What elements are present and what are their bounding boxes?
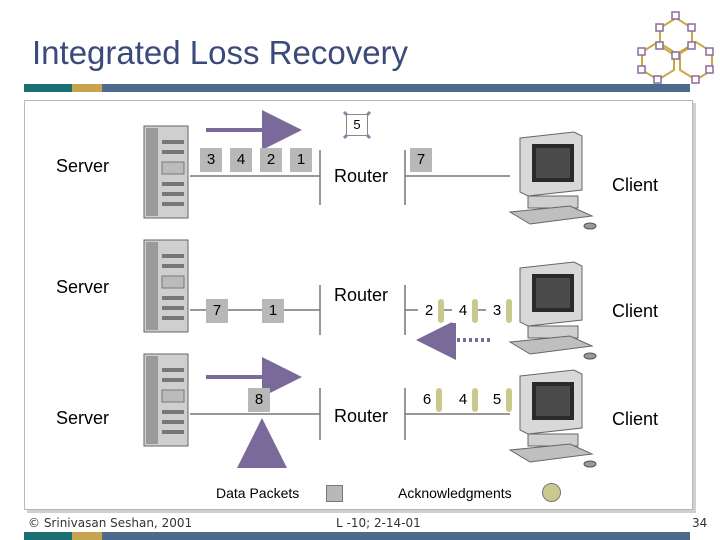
data-packet: 7 <box>206 299 228 323</box>
router-label: Router <box>334 406 389 426</box>
page-number: 34 <box>692 516 708 530</box>
ack-packet: 2 <box>418 299 440 323</box>
data-packet: 1 <box>262 299 284 323</box>
server-label: Server <box>56 408 110 428</box>
dropped-packet: 5 <box>346 114 368 136</box>
client-label: Client <box>612 175 659 195</box>
data-packet: 4 <box>230 148 252 172</box>
ack-packet: 4 <box>452 388 474 412</box>
legend-ack-swatch <box>542 483 561 502</box>
ack-marker <box>472 299 478 323</box>
client-label: Client <box>612 409 659 429</box>
data-packet: 3 <box>200 148 222 172</box>
legend-data-label: Data Packets <box>216 485 300 501</box>
ack-marker <box>506 299 512 323</box>
slide-title: Integrated Loss Recovery <box>32 34 409 71</box>
data-packet: 1 <box>290 148 312 172</box>
legend-ack-label: Acknowledgments <box>398 485 512 501</box>
server-label: Server <box>56 156 110 176</box>
ack-marker <box>438 299 444 323</box>
data-packet: 7 <box>410 148 432 172</box>
footer-lecture: L -10; 2-14-01 <box>336 516 421 530</box>
server-label: Server <box>56 277 110 297</box>
client-label: Client <box>612 301 659 321</box>
top-divider-bar <box>24 84 690 92</box>
legend-data-swatch <box>326 485 343 502</box>
bottom-divider-bar <box>24 532 690 540</box>
data-packet: 8 <box>248 388 270 412</box>
router-label: Router <box>334 285 389 305</box>
ack-packet: 5 <box>486 388 508 412</box>
ack-packet: 6 <box>416 388 438 412</box>
ack-marker <box>506 388 512 412</box>
ack-packet: 3 <box>486 299 508 323</box>
ack-packet: 4 <box>452 299 474 323</box>
ack-marker <box>472 388 478 412</box>
router-label: Router <box>334 166 389 186</box>
ack-marker <box>436 388 442 412</box>
data-packet: 2 <box>260 148 282 172</box>
footer-copyright: © Srinivasan Seshan, 2001 <box>28 516 193 530</box>
